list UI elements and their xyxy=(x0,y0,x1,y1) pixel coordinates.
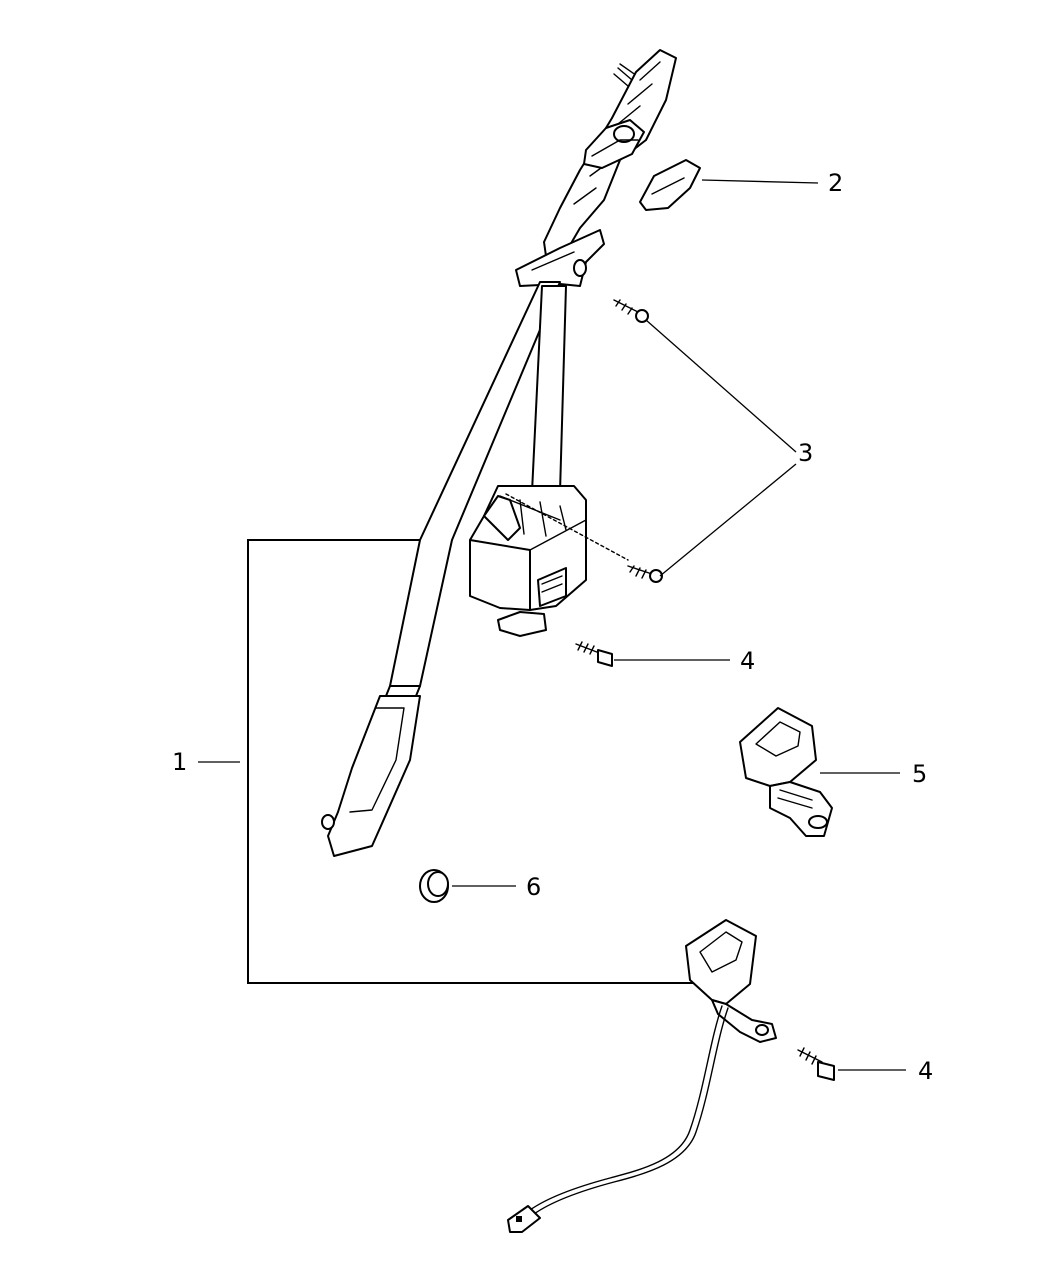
retractor xyxy=(469,485,629,637)
leader-lines xyxy=(198,179,906,1071)
callout-4-upper: 4 xyxy=(740,647,755,675)
callout-3: 3 xyxy=(798,439,813,467)
callout-labels: 1 2 3 4 5 6 4 xyxy=(172,169,933,1085)
callout-2: 2 xyxy=(828,169,843,197)
callout-4-lower: 4 xyxy=(918,1057,933,1085)
upper-anchor-adjuster xyxy=(515,49,677,287)
seat-belt-buckle-with-wire xyxy=(507,919,777,1233)
assembly-bracket xyxy=(247,539,700,984)
callout-5: 5 xyxy=(912,760,927,788)
part-4-bolt-lower xyxy=(797,1047,835,1081)
part-2-cover xyxy=(639,159,701,211)
part-3-screw-lower xyxy=(627,565,663,583)
callout-1: 1 xyxy=(172,748,187,776)
part-5-buckle-extension xyxy=(739,707,833,837)
part-6-plug xyxy=(419,869,449,903)
callout-6: 6 xyxy=(526,873,541,901)
latch-tongue xyxy=(321,685,421,857)
part-3-screw-upper xyxy=(613,299,649,323)
part-4-bolt-upper xyxy=(575,641,613,667)
